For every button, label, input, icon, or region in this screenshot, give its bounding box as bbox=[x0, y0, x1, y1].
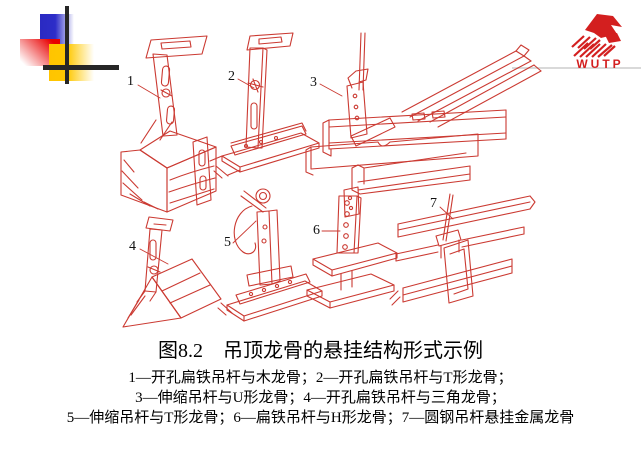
diagram-3-telescopic-u-keel bbox=[305, 32, 542, 218]
accent-square-yellow bbox=[49, 44, 94, 81]
figure-label-6: 6 bbox=[313, 223, 320, 238]
accent-vertical-bar bbox=[65, 6, 69, 84]
diagram-4-flat-bar-triangle-keel bbox=[122, 216, 222, 328]
accent-horizontal-bar bbox=[43, 65, 119, 70]
leader-lines bbox=[137, 78, 454, 265]
diagram-7-round-rod-metal-keel bbox=[389, 193, 536, 306]
diagram-1-flat-bar-wood-keel bbox=[120, 35, 217, 213]
diagram-2-flat-bar-t-keel bbox=[209, 32, 320, 179]
figure-label-7: 7 bbox=[430, 196, 437, 211]
header-divider-line bbox=[512, 67, 641, 69]
caption-line-2: 3—伸缩吊杆与U形龙骨；4—开孔扁铁吊杆与三角龙骨； bbox=[135, 390, 506, 406]
figure-label-4: 4 bbox=[129, 239, 136, 254]
diagram-6-flat-bar-h-keel bbox=[306, 195, 398, 309]
wutp-logo-icon bbox=[571, 14, 622, 58]
wutp-logo-text: WUTP bbox=[576, 57, 624, 71]
figure-label-2: 2 bbox=[228, 69, 235, 84]
figure-label-3: 3 bbox=[310, 75, 317, 90]
figure-caption: 1—开孔扁铁吊杆与木龙骨；2—开孔扁铁吊杆与T形龙骨； 3—伸缩吊杆与U形龙骨；… bbox=[0, 368, 641, 428]
figure-label-5: 5 bbox=[224, 235, 231, 250]
figure-label-1: 1 bbox=[127, 74, 134, 89]
caption-line-1: 1—开孔扁铁吊杆与木龙骨；2—开孔扁铁吊杆与T形龙骨； bbox=[128, 370, 513, 386]
caption-line-3: 5—伸缩吊杆与T形龙骨；6—扁铁吊杆与H形龙骨；7—圆钢吊杆悬挂金属龙骨 bbox=[66, 410, 575, 426]
diagram-5-telescopic-t-keel bbox=[217, 188, 323, 322]
figure-title: 图8.2 吊顶龙骨的悬挂结构形式示例 bbox=[158, 340, 483, 362]
